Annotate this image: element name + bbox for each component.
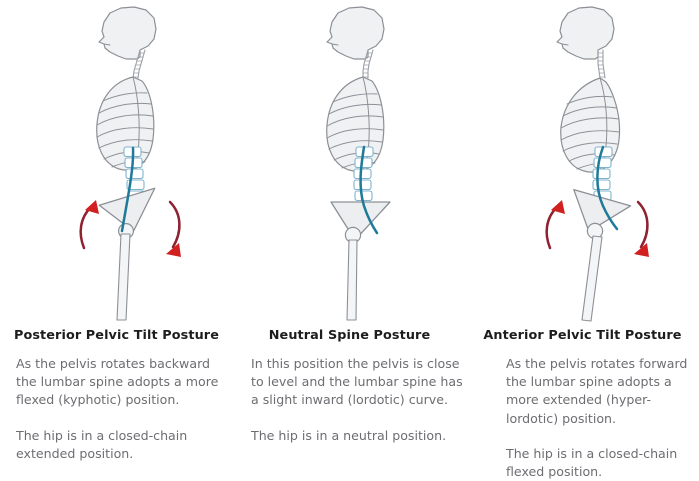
posture-description-posterior: As the pelvis rotates backward the lumba… (16, 355, 228, 463)
posture-title-anterior: Anterior Pelvic Tilt Posture (483, 328, 682, 343)
rotation-arrow-left (545, 200, 565, 250)
rotation-arrow-left (79, 200, 99, 250)
posture-paragraph: The hip is in a neutral position. (251, 427, 447, 443)
figure-posterior-pelvic-tilt (0, 0, 233, 325)
posture-description-anterior: As the pelvis rotates forward the lumbar… (506, 355, 696, 481)
lumbar-vertebrae (353, 146, 374, 202)
lumbar-vertebrae (592, 146, 613, 202)
spine-line (359, 145, 379, 235)
posture-paragraph: The hip is in a closed-chain flexed posi… (506, 445, 678, 480)
head-icon (556, 6, 615, 60)
cervical-spine (362, 49, 374, 79)
head-icon (98, 6, 157, 60)
posture-column-posterior: Posterior Pelvic Tilt Posture As the pel… (0, 0, 233, 481)
femur (116, 233, 131, 321)
spine-line (120, 146, 135, 233)
posture-paragraph: The hip is in a closed-chain extended po… (16, 427, 188, 461)
femur (581, 235, 603, 322)
ribcage (96, 76, 155, 173)
head-icon (326, 6, 385, 60)
femur (346, 239, 358, 321)
figure-neutral-spine (233, 0, 466, 325)
posture-title-posterior: Posterior Pelvic Tilt Posture (13, 328, 220, 343)
posture-paragraph: As the pelvis rotates forward the lumbar… (506, 356, 688, 426)
pelvis (330, 201, 391, 241)
posture-column-neutral: Neutral Spine Posture In this position t… (233, 0, 466, 481)
cervical-spine (132, 49, 146, 79)
posture-title-neutral: Neutral Spine Posture (268, 328, 431, 343)
spine-line (596, 145, 619, 231)
cervical-spine (597, 49, 606, 79)
rotation-arrow-right (166, 200, 181, 257)
posture-column-anterior: Anterior Pelvic Tilt Posture As the pelv… (466, 0, 699, 481)
figure-anterior-pelvic-tilt (466, 0, 699, 325)
rotation-arrow-right (634, 200, 649, 257)
posture-paragraph: As the pelvis rotates backward the lumba… (16, 356, 219, 408)
posture-paragraph: In this position the pelvis is close to … (251, 356, 463, 408)
posture-description-neutral: In this position the pelvis is close to … (251, 355, 463, 445)
